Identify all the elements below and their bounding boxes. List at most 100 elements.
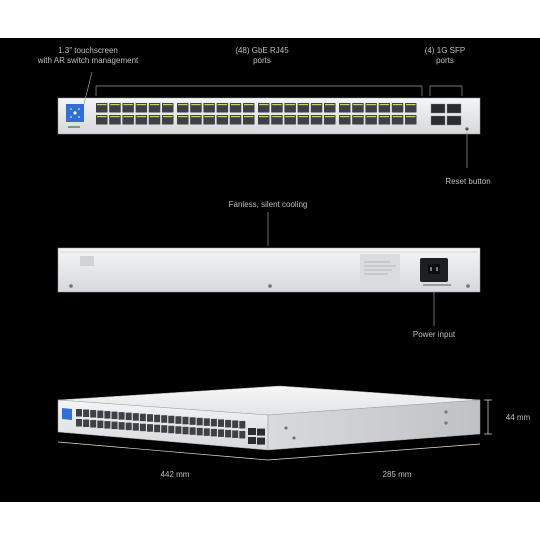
rj45-port <box>297 103 310 113</box>
iso-rj45-port <box>90 420 97 428</box>
rj45-port <box>297 115 310 125</box>
iso-rj45-port <box>239 420 246 429</box>
iso-sfp-ports <box>248 428 265 445</box>
rj45-port <box>177 103 189 113</box>
iso-rj45-port <box>118 412 125 420</box>
rj45-callout: (48) GbE RJ45 ports <box>235 46 289 65</box>
port-led <box>298 116 309 118</box>
port-led <box>191 104 201 106</box>
iso-rj45-port <box>104 421 111 429</box>
rj45-port <box>284 115 296 125</box>
port-led <box>97 104 107 106</box>
port-led <box>178 104 188 106</box>
sfp-port <box>430 115 446 126</box>
rj45-port <box>352 103 364 113</box>
rj45-port <box>339 103 351 113</box>
rj45-port <box>148 103 161 113</box>
port-led <box>353 104 363 106</box>
port-led <box>163 116 173 118</box>
iso-rj45-port <box>196 417 203 426</box>
port-led <box>379 104 390 106</box>
iso-rj45-port <box>139 413 146 422</box>
rj45-port <box>352 115 364 125</box>
iso-rj45-port <box>132 423 139 431</box>
rj45-port <box>324 103 336 113</box>
port-led <box>285 104 295 106</box>
iso-rj45-port <box>196 427 203 436</box>
iso-rj45-port <box>132 413 139 421</box>
iso-rj45-port <box>232 420 239 428</box>
rear-sticker <box>80 256 94 266</box>
iso-rj45-port <box>175 426 182 434</box>
rj45-port <box>162 103 174 113</box>
port-led <box>149 104 160 106</box>
iso-rj45-port <box>161 415 168 423</box>
iso-touchscreen <box>62 408 72 420</box>
rj45-port <box>229 103 242 113</box>
port-led <box>406 116 416 118</box>
iso-rj45-port <box>161 425 168 433</box>
port-led <box>379 116 390 118</box>
sfp-port-group <box>430 103 462 126</box>
port-led <box>259 116 269 118</box>
rj45-port <box>310 103 323 113</box>
iso-rj45-port <box>154 414 161 423</box>
rj45-port <box>284 103 296 113</box>
rj45-port <box>96 115 108 125</box>
rj45-port <box>135 103 148 113</box>
rj45-port <box>271 103 283 113</box>
iso-rj45-port <box>168 415 175 424</box>
iso-rj45-port <box>125 412 132 421</box>
iso-rj45-port <box>203 418 210 426</box>
rj45-port <box>96 103 108 113</box>
port-led <box>392 104 403 106</box>
rj45-port <box>391 115 404 125</box>
sfp-port <box>446 115 462 126</box>
side-screw <box>444 421 448 425</box>
port-led <box>325 104 335 106</box>
cooling-callout: Fanless, silent cooling <box>228 200 308 209</box>
rj45-port <box>243 115 255 125</box>
front-panel <box>57 71 481 168</box>
touchscreen-callout: 1.3" touchscreen with AR switch manageme… <box>37 46 139 65</box>
rj45-port <box>177 115 189 125</box>
brand-mark <box>68 126 80 128</box>
port-led <box>366 104 376 106</box>
rear-serial-label <box>360 254 400 284</box>
rear-screw <box>268 284 272 288</box>
rear-screw <box>69 284 73 288</box>
iso-rj45-port <box>76 419 82 427</box>
port-led <box>163 104 173 106</box>
port-led <box>392 116 403 118</box>
side-screw <box>284 426 288 430</box>
height-dimension: 44 mm <box>505 413 531 422</box>
rj45-port <box>122 103 134 113</box>
port-led <box>285 116 295 118</box>
iso-rj45-port <box>182 416 189 425</box>
port-led <box>244 116 254 118</box>
port-led <box>123 104 133 106</box>
iso-rj45-port <box>147 414 153 422</box>
iso-rj45-port <box>218 429 224 437</box>
port-led <box>178 116 188 118</box>
port-led <box>244 104 254 106</box>
rj45-port <box>203 103 215 113</box>
iso-rj45-port <box>182 426 189 435</box>
port-led <box>204 116 214 118</box>
isometric-view <box>57 385 492 461</box>
rj45-port <box>135 115 148 125</box>
iso-rj45-port <box>147 424 153 432</box>
iso-rj45-port <box>111 411 118 420</box>
sfp-port <box>430 103 446 114</box>
iso-rj45-port <box>104 411 111 419</box>
iso-rj45-port <box>97 410 104 419</box>
port-led <box>272 104 282 106</box>
rj45-port <box>271 115 283 125</box>
port-led <box>298 104 309 106</box>
power-callout: Power input <box>412 330 456 339</box>
iso-rj45-port <box>83 409 90 418</box>
width-dimension: 442 mm <box>160 470 190 479</box>
iso-rj45-port <box>232 430 239 438</box>
port-led <box>217 116 228 118</box>
